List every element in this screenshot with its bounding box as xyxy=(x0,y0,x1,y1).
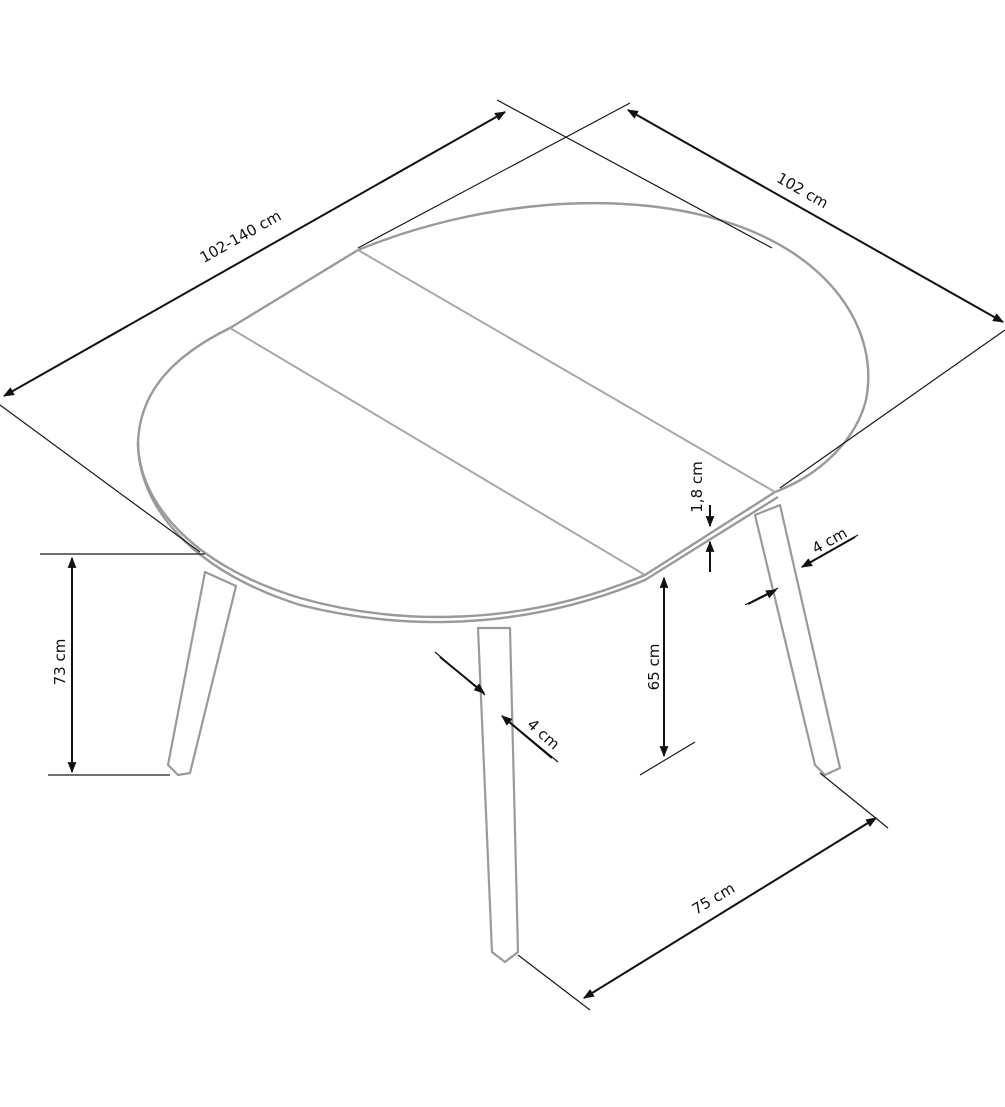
leg-front xyxy=(476,626,520,964)
table-legs xyxy=(166,503,842,964)
label-top-thickness: 1,8 cm xyxy=(688,461,706,512)
label-leg-span: 75 cm xyxy=(689,879,738,918)
label-width: 102 cm xyxy=(774,169,832,212)
label-length: 102-140 cm xyxy=(197,207,284,267)
dim-line-leg-front-a xyxy=(439,656,485,694)
leg-left xyxy=(166,570,238,777)
label-leg-width-front: 4 cm xyxy=(524,715,564,753)
label-leg-clearance: 65 cm xyxy=(645,644,663,691)
dimension-lines xyxy=(3,109,1004,999)
leaf-seam-left xyxy=(229,327,646,576)
dimension-labels: 102-140 cm 102 cm 73 cm 65 cm 1,8 cm 4 c… xyxy=(51,169,850,918)
dim-line-leg-right-b xyxy=(801,536,856,568)
table-top-surface xyxy=(136,202,870,619)
dim-line-length xyxy=(3,111,506,397)
dim-line-leg-right-a xyxy=(747,589,777,605)
leaf-seam-right xyxy=(357,249,776,493)
table-top-edge xyxy=(136,441,779,624)
table-top xyxy=(136,202,870,624)
dim-line-width xyxy=(627,109,1004,323)
label-height: 73 cm xyxy=(51,639,69,686)
dim-line-leg-span xyxy=(583,817,877,999)
dim-line-leg-front-b xyxy=(501,715,553,759)
leg-right xyxy=(753,503,842,777)
